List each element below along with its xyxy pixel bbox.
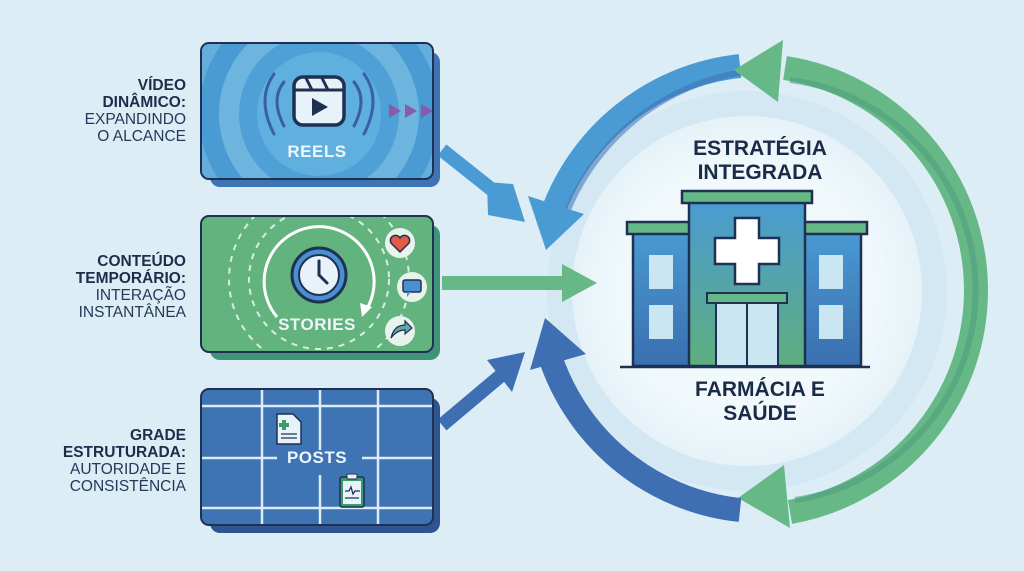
label-sub-2a: INTERAÇÃO <box>95 287 186 304</box>
center-footer: FARMÁCIA E SAÚDE <box>620 378 900 426</box>
connector-arrow-posts <box>437 352 525 431</box>
label-sub-1a: EXPANDINDO <box>84 111 186 128</box>
label-sub-3b: CONSISTÊNCIA <box>69 478 186 495</box>
pharmacy-building-icon <box>620 189 870 369</box>
label-title-3a: GRADE <box>130 427 186 444</box>
sound-wave-icon <box>263 72 375 136</box>
center-title-line2: INTEGRADA <box>697 161 823 184</box>
comment-icon <box>397 272 427 302</box>
stories-card-art <box>228 217 427 351</box>
center-title: ESTRATÉGIA INTEGRADA <box>620 137 900 185</box>
label-title-2a: CONTEÚDO <box>97 253 186 270</box>
label-sub-1b: O ALCANCE <box>97 128 186 145</box>
cycle-arrow-top-left <box>528 54 752 250</box>
cycle-arrow-right <box>734 40 988 528</box>
center-footer-line1: FARMÁCIA E <box>695 378 825 401</box>
label-posts: GRADE ESTRUTURADA: AUTORIDADE E CONSISTÊ… <box>0 427 186 495</box>
cycle-arrow-bottom-left <box>530 318 742 522</box>
clipboard-icon <box>339 473 365 508</box>
center-footer-line2: SAÚDE <box>723 402 797 425</box>
label-title-2b: TEMPORÁRIO: <box>75 270 186 287</box>
share-icon <box>385 316 415 346</box>
document-icon <box>276 413 302 445</box>
connector-arrow-stories <box>442 264 597 302</box>
forward-arrows-icon <box>389 104 432 118</box>
label-title-3b: ESTRUTURADA: <box>62 444 186 461</box>
reels-card-art <box>202 44 432 178</box>
label-sub-2b: INSTANTÂNEA <box>78 304 186 321</box>
card-title-stories: STORIES <box>278 315 356 334</box>
label-stories: CONTEÚDO TEMPORÁRIO: INTERAÇÃO INSTANTÂN… <box>0 253 186 321</box>
label-sub-3a: AUTORIDADE E <box>70 461 186 478</box>
connector-arrow-reels <box>437 144 525 222</box>
card-stories: STORIES <box>200 215 440 360</box>
label-reels: VÍDEO DINÂMICO: EXPANDINDO O ALCANCE <box>0 77 186 145</box>
card-posts: POSTS <box>200 388 440 533</box>
posts-card-art <box>202 390 432 524</box>
heart-icon <box>385 228 415 258</box>
label-title-1a: VÍDEO <box>137 77 186 94</box>
video-play-icon <box>292 75 346 127</box>
card-title-posts: POSTS <box>286 448 348 467</box>
card-title-reels: REELS <box>287 142 347 161</box>
label-title-1b: DINÂMICO: <box>102 94 186 111</box>
clock-icon <box>290 246 348 304</box>
card-reels: REELS <box>200 42 440 187</box>
center-title-line1: ESTRATÉGIA <box>693 137 827 160</box>
